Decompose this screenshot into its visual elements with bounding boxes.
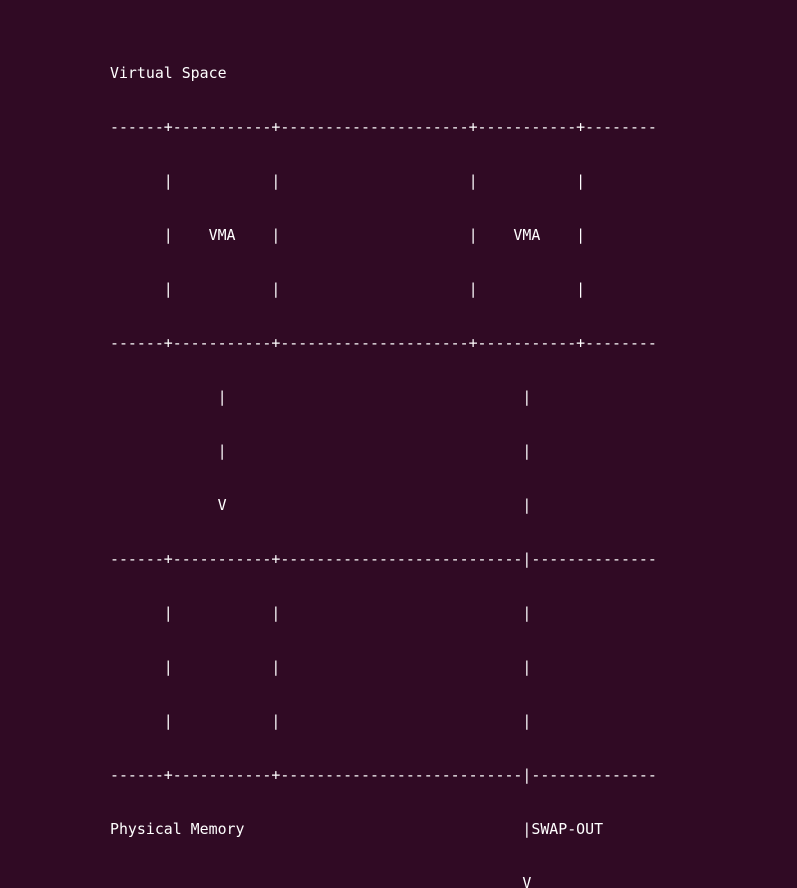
physical-memory-walls-row-2: | | | [110,658,532,676]
mapping-arrow-head-row: V | [110,496,532,514]
physical-memory-walls-row-3: | | | [110,712,532,730]
mapping-arrow-shaft-row-1: | | [110,388,532,406]
vma-labels-row: | VMA | | VMA | [110,226,586,244]
vma-boxes-walls-row-1: | | | | [110,172,586,190]
swap-arrow-head-row: V [110,874,532,888]
physical-memory-bottom-border: ------+-----------+---------------------… [110,766,657,784]
ascii-memory-diagram: Virtual Space ------+-----------+-------… [110,28,797,888]
virtual-space-label: Virtual Space [110,64,227,82]
physical-memory-top-border: ------+-----------+---------------------… [110,550,657,568]
vma-boxes-walls-row-2: | | | | [110,280,586,298]
physical-memory-label-swap-out-row: Physical Memory |SWAP-OUT [110,820,604,838]
physical-memory-walls-row-1: | | | [110,604,532,622]
mapping-arrow-shaft-row-2: | | [110,442,532,460]
virtual-space-top-border: ------+-----------+---------------------… [110,118,657,136]
virtual-space-bottom-border: ------+-----------+---------------------… [110,334,657,352]
